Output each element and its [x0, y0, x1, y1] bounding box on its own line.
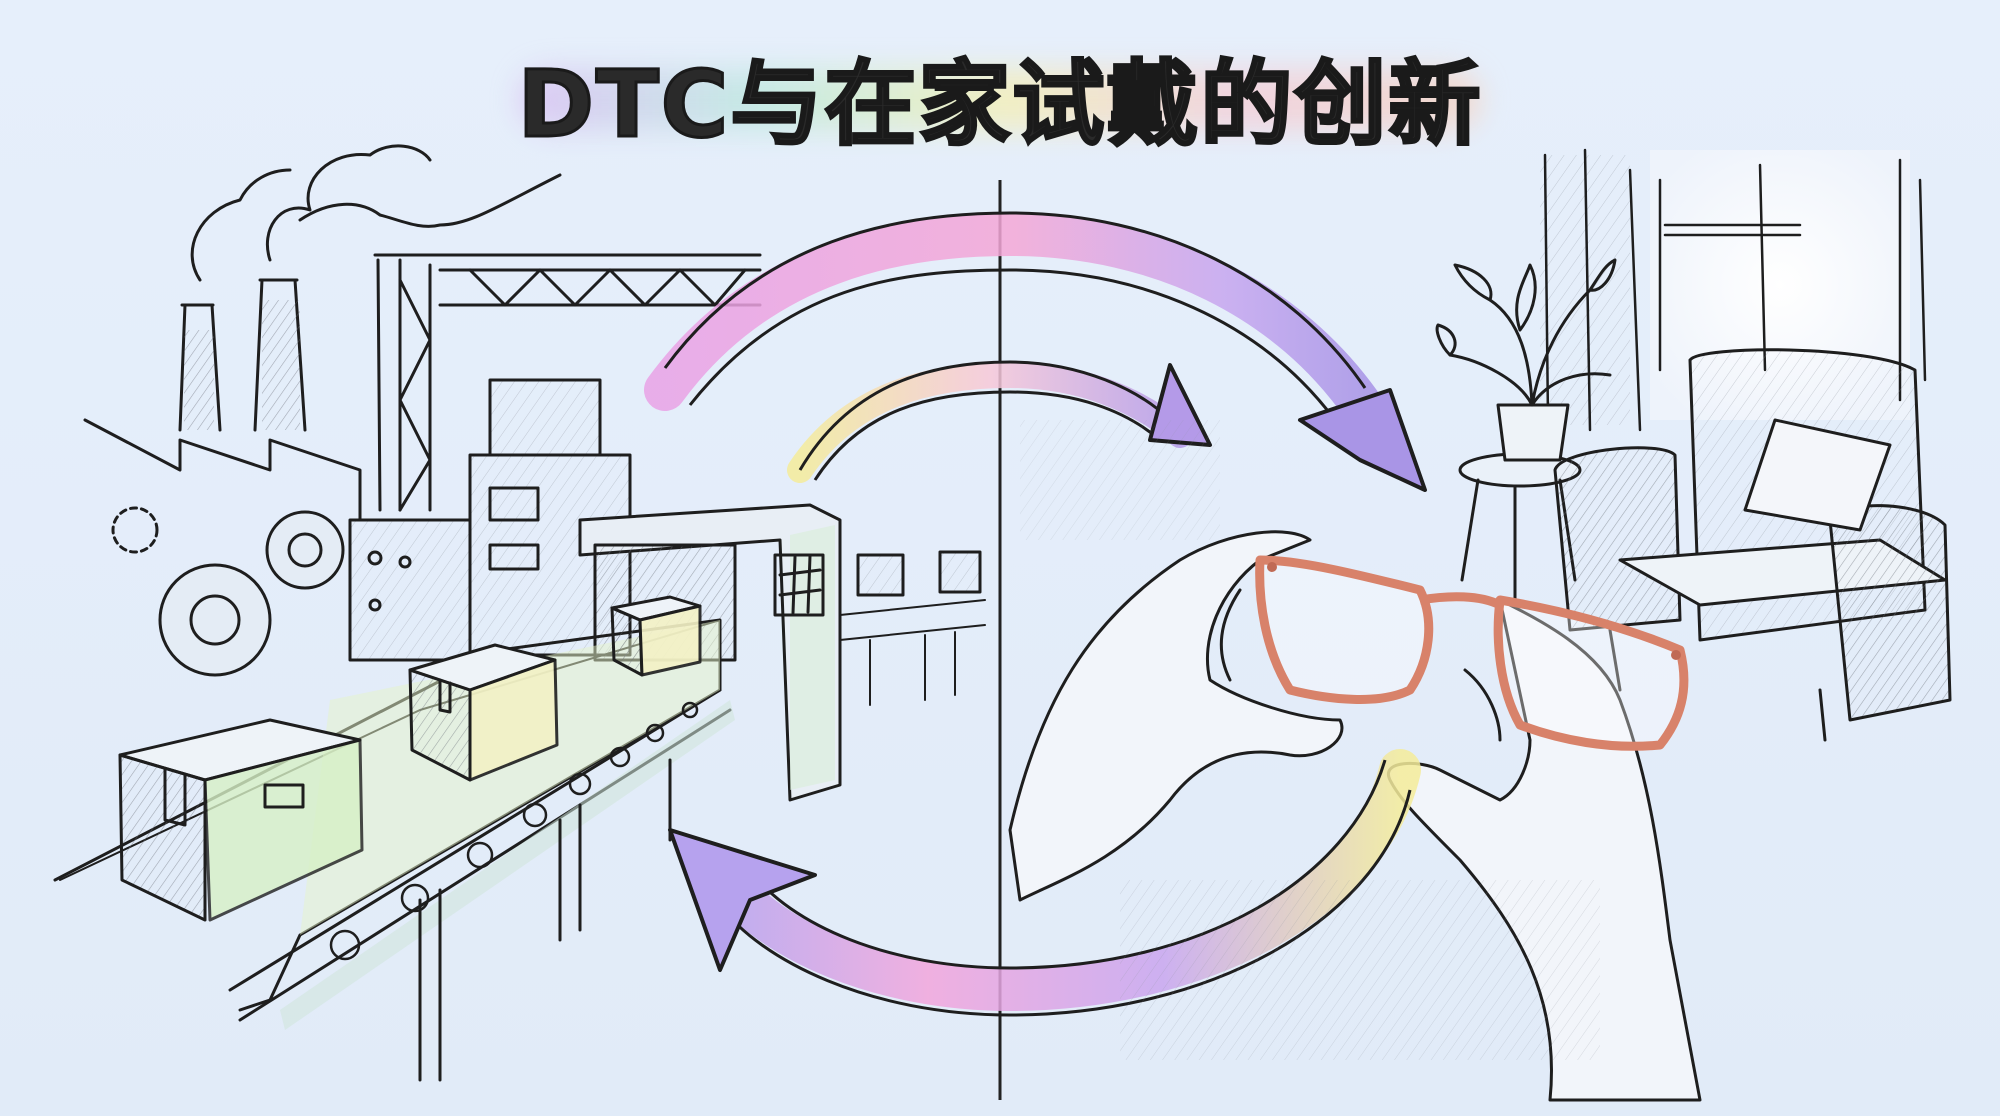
- title-area: DTC与在家试戴的创新: [0, 30, 2000, 163]
- gear-icon: [158, 510, 345, 677]
- smoke-icon: [190, 168, 292, 282]
- cardboard-box: [610, 595, 702, 677]
- factory-scene: [53, 144, 986, 1082]
- home-scene: [1435, 148, 1952, 742]
- arrow-top-large-icon: [644, 211, 1427, 492]
- left-hand: [1008, 530, 1344, 902]
- glasses-rivets: [1267, 562, 1681, 660]
- floor-shading: [1120, 880, 1600, 1060]
- smokestack-icon: [178, 303, 222, 432]
- building-block: [488, 378, 602, 457]
- pillow: [1743, 418, 1892, 532]
- title-highlight: [520, 70, 1480, 130]
- page-title: DTC与在家试戴的创新: [516, 50, 1483, 160]
- plant-icon: [1448, 288, 1612, 407]
- eyeglasses-icon: [1255, 555, 1689, 751]
- gantry-icon: [376, 258, 432, 512]
- cardboard-box: [118, 718, 364, 922]
- plant-pot: [1496, 403, 1570, 462]
- cardboard-box: [408, 643, 559, 782]
- conveyor-rollers: [329, 701, 699, 961]
